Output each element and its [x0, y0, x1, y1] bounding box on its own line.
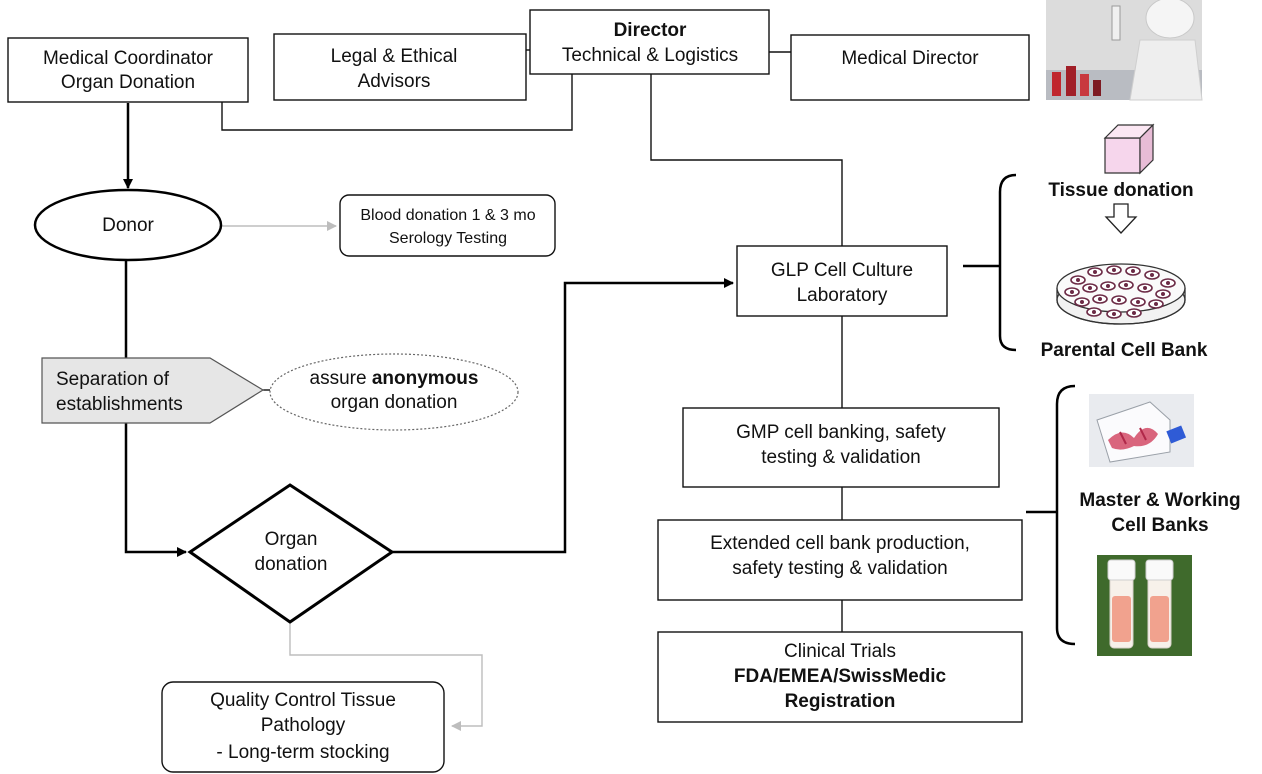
arrow-donor-organ	[124, 260, 187, 557]
organ-donation-line2: donation	[255, 554, 328, 575]
director-line2: Technical & Logistics	[562, 45, 738, 66]
petri-cell-nucleus	[1098, 297, 1102, 301]
petri-cell-nucleus	[1092, 310, 1096, 314]
quality-control-box: Quality Control Tissue Pathology - Long-…	[161, 681, 445, 773]
parental-bank-bracket	[963, 173, 1017, 352]
separation-pentagon: Separation of establishments	[41, 357, 265, 424]
down-arrow-icon	[1104, 203, 1138, 234]
glp-lab-box: GLP Cell Culture Laboratory	[736, 245, 948, 317]
medical-director-box: Medical Director	[790, 34, 1030, 101]
arrow-organ-quality	[289, 624, 483, 731]
master-working-line2: Cell Banks	[1111, 515, 1208, 536]
glp-lab-line2: Laboratory	[797, 285, 888, 306]
extended-bank-box: Extended cell bank production, safety te…	[657, 519, 1023, 601]
blood-donation-box: Blood donation 1 & 3 mo Serology Testing	[339, 194, 556, 257]
clinical-trials-line2: FDA/EMEA/SwissMedic	[734, 666, 947, 687]
lab-photo	[1046, 0, 1203, 101]
donor-label: Donor	[102, 215, 154, 236]
petri-cell-nucleus	[1154, 302, 1158, 306]
separation-line1: Separation of	[56, 369, 170, 390]
medical-coordinator-line2: Organ Donation	[61, 72, 195, 93]
petri-cell-nucleus	[1117, 298, 1121, 302]
anonymous-line2: organ donation	[331, 392, 458, 413]
petri-cell-nucleus	[1080, 300, 1084, 304]
petri-cell-nucleus	[1131, 269, 1135, 273]
petri-cell-nucleus	[1088, 286, 1092, 290]
petri-cell-nucleus	[1112, 268, 1116, 272]
gmp-banking-box: GMP cell banking, safety testing & valid…	[682, 407, 1000, 488]
petri-cells	[1064, 265, 1176, 319]
parental-cell-bank-label: Parental Cell Bank	[1041, 340, 1208, 361]
petri-cell-nucleus	[1161, 292, 1165, 296]
extended-bank-line2: safety testing & validation	[732, 558, 947, 579]
blood-donation-line1: Blood donation 1 & 3 mo	[360, 207, 535, 224]
medical-coordinator-box: Medical Coordinator Organ Donation	[7, 37, 249, 103]
petri-cell-nucleus	[1143, 286, 1147, 290]
connector-coordinator-director	[221, 74, 573, 131]
arrow-organ-glp	[392, 278, 734, 554]
director-line1: Director	[614, 20, 687, 41]
petri-cell-nucleus	[1124, 283, 1128, 287]
petri-cell-nucleus	[1166, 281, 1170, 285]
gmp-banking-line1: GMP cell banking, safety	[736, 422, 946, 443]
anonymous-ellipse: assure anonymous organ donation	[269, 353, 519, 431]
medical-director-label: Medical Director	[841, 48, 979, 69]
culture-flask-photo	[1089, 394, 1194, 467]
clinical-trials-line1: Clinical Trials	[784, 641, 896, 662]
petri-cell-nucleus	[1112, 312, 1116, 316]
connector-director-glp	[650, 74, 843, 246]
cryovials-photo	[1097, 555, 1192, 656]
clinical-trials-line3: Registration	[785, 691, 896, 712]
extended-bank-line1: Extended cell bank production,	[710, 533, 970, 554]
legal-ethical-line1: Legal & Ethical	[331, 46, 458, 67]
connectors	[123, 49, 843, 731]
glp-lab-line1: GLP Cell Culture	[771, 260, 913, 281]
quality-control-line2: Pathology	[261, 715, 346, 736]
director-box: Director Technical & Logistics	[529, 9, 770, 75]
petri-cell-nucleus	[1070, 290, 1074, 294]
petri-cell-nucleus	[1150, 273, 1154, 277]
petri-cell-nucleus	[1132, 311, 1136, 315]
anonymous-line1: assure anonymous	[310, 368, 479, 389]
master-working-line1: Master & Working	[1079, 490, 1240, 511]
legal-ethical-line2: Advisors	[358, 71, 431, 92]
legal-ethical-box: Legal & Ethical Advisors	[273, 33, 527, 101]
medical-coordinator-line1: Medical Coordinator	[43, 48, 214, 69]
blood-donation-line2: Serology Testing	[389, 230, 507, 247]
petri-cell-nucleus	[1076, 278, 1080, 282]
quality-control-line1: Quality Control Tissue	[210, 690, 396, 711]
tissue-cube-icon	[1103, 123, 1155, 175]
gmp-banking-line2: testing & validation	[761, 447, 921, 468]
quality-control-line3: - Long-term stocking	[216, 742, 389, 763]
organ-donation-line1: Organ	[265, 529, 318, 550]
petri-cell-nucleus	[1136, 300, 1140, 304]
petri-cell-nucleus	[1093, 270, 1097, 274]
donor-ellipse: Donor	[33, 188, 223, 262]
separation-line2: establishments	[56, 394, 183, 415]
petri-cell-nucleus	[1106, 284, 1110, 288]
organ-donation-diamond: Organ donation	[187, 483, 395, 624]
clinical-trials-box: Clinical Trials FDA/EMEA/SwissMedic Regi…	[657, 631, 1023, 723]
tissue-donation-label: Tissue donation	[1048, 180, 1193, 201]
petri-dish-icon	[1056, 263, 1186, 325]
master-working-bracket	[1026, 384, 1076, 646]
